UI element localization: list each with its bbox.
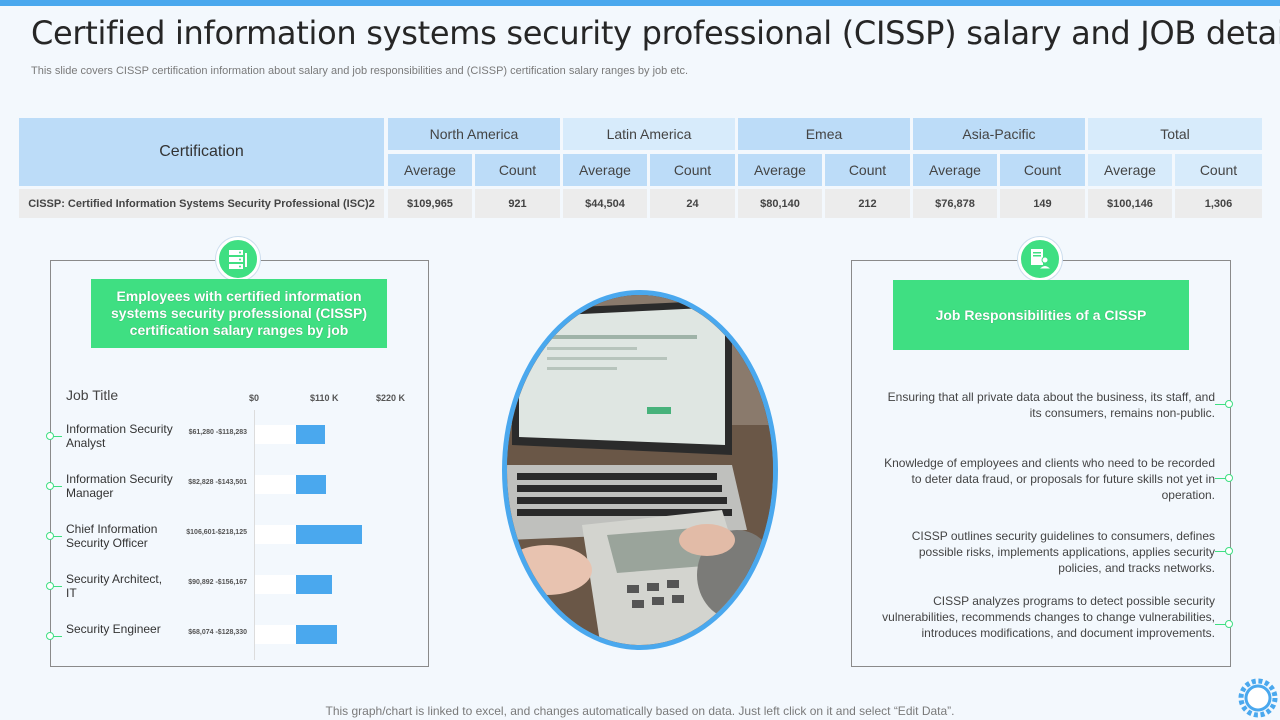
top-accent-bar (0, 0, 1280, 6)
region-header-emea: Emea (738, 118, 910, 150)
responsibility-item: CISSP analyzes programs to detect possib… (882, 594, 1215, 640)
bullet-dot (1225, 547, 1233, 555)
table-cell: $100,146 (1088, 189, 1172, 218)
salary-table: Certification North America Latin Americ… (19, 118, 1262, 218)
table-cell: 212 (825, 189, 910, 218)
axis-tick-label: $220 K (376, 393, 406, 403)
salary-bar (296, 625, 337, 644)
table-cell: 921 (475, 189, 560, 218)
certification-name-cell: CISSP: Certified Information Systems Sec… (19, 189, 384, 218)
connector-line (50, 436, 62, 437)
salary-range-label: $106,601-$218,125 (186, 529, 247, 536)
table-cell: 1,306 (1175, 189, 1262, 218)
salary-bar (296, 575, 332, 594)
bar-background (255, 475, 296, 494)
job-title: Information Security Manager (66, 472, 173, 500)
user-document-icon (1018, 237, 1062, 281)
subheader-count: Count (475, 154, 560, 186)
connector-line (1215, 404, 1229, 405)
table-cell: 149 (1000, 189, 1085, 218)
bar-background (255, 525, 296, 544)
table-cell: $80,140 (738, 189, 822, 218)
bullet-dot (1225, 620, 1233, 628)
salary-range-label: $61,280 -$118,283 (188, 429, 247, 436)
responsibility-item: Ensuring that all private data about the… (887, 390, 1215, 420)
region-header-north-america: North America (388, 118, 560, 150)
subheader-average: Average (563, 154, 647, 186)
subheader-count: Count (825, 154, 910, 186)
table-cell: $76,878 (913, 189, 997, 218)
job-responsibilities-heading: Job Responsibilities of a CISSP (893, 280, 1189, 350)
axis-tick-label: $0 (249, 393, 260, 403)
bar-background (255, 625, 296, 644)
subheader-count: Count (650, 154, 735, 186)
job-title: Security Engineer (66, 622, 161, 636)
salary-bar (296, 425, 325, 444)
connector-line (50, 586, 62, 587)
salary-ranges-heading: Employees with certified information sys… (91, 279, 387, 348)
salary-range-label: $68,074 -$128,330 (188, 629, 247, 636)
connector-line (50, 636, 62, 637)
table-cell: $109,965 (388, 189, 472, 218)
bar-background (255, 425, 296, 444)
connector-line (1215, 551, 1229, 552)
salary-range-label: $82,828 -$143,501 (188, 479, 247, 486)
certification-header: Certification (19, 118, 384, 186)
gear-icon[interactable] (1238, 678, 1278, 718)
table-cell: 24 (650, 189, 735, 218)
job-title: Chief Information Security Officer (66, 522, 158, 550)
bullet-dot (46, 532, 54, 540)
bar-background (255, 575, 296, 594)
region-header-asia-pacific: Asia-Pacific (913, 118, 1085, 150)
bullet-dot (1225, 400, 1233, 408)
subheader-count: Count (1175, 154, 1262, 186)
connector-line (1215, 478, 1229, 479)
footer-note: This graph/chart is linked to excel, and… (325, 704, 955, 718)
chart-axis-line (254, 410, 255, 660)
axis-tick-label: $110 K (310, 393, 339, 403)
bullet-dot (46, 482, 54, 490)
responsibility-item: CISSP outlines security guidelines to co… (911, 529, 1215, 575)
page-subtitle: This slide covers CISSP certification in… (31, 65, 689, 77)
salary-range-label: $90,892 -$156,167 (188, 579, 247, 586)
laptop-calculator-photo (502, 290, 778, 650)
connector-line (50, 536, 62, 537)
bullet-dot (1225, 474, 1233, 482)
server-database-icon (216, 237, 260, 281)
region-header-total: Total (1088, 118, 1262, 150)
salary-bar (296, 525, 362, 544)
bullet-dot (46, 632, 54, 640)
table-cell: $44,504 (563, 189, 647, 218)
page-title: Certified information systems security p… (31, 14, 1280, 52)
subheader-average: Average (913, 154, 997, 186)
subheader-average: Average (388, 154, 472, 186)
region-header-latin-america: Latin America (563, 118, 735, 150)
salary-bar (296, 475, 326, 494)
job-title-label: Job Title (66, 387, 119, 403)
subheader-average: Average (1088, 154, 1172, 186)
job-title: Information Security Analyst (66, 422, 173, 450)
subheader-average: Average (738, 154, 822, 186)
subheader-count: Count (1000, 154, 1085, 186)
bullet-dot (46, 432, 54, 440)
connector-line (50, 486, 62, 487)
responsibility-item: Knowledge of employees and clients who n… (884, 456, 1215, 502)
job-title: Security Architect, IT (66, 572, 163, 600)
connector-line (1215, 624, 1229, 625)
bullet-dot (46, 582, 54, 590)
